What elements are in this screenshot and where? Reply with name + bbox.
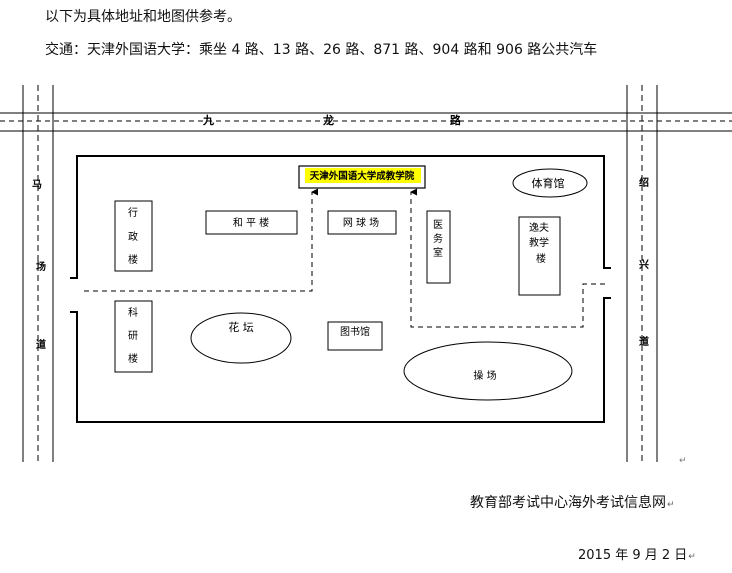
clinic-building: 医 务 室 xyxy=(426,210,451,284)
highlight-fill xyxy=(305,168,421,183)
sports-hall-label: 体育馆 xyxy=(532,176,565,190)
footer-date-text: 2015 年 9 月 2 日 xyxy=(578,548,688,563)
footer-org-text: 教育部考试中心海外考试信息网 xyxy=(470,495,666,511)
tennis-label: 网 球 场 xyxy=(343,216,379,229)
road-label-left-2: 场 xyxy=(36,260,46,273)
footer-date: 2015 年 9 月 2 日↵ xyxy=(578,544,696,563)
clinic-label-1: 医 xyxy=(433,219,443,231)
clinic-label-3: 室 xyxy=(433,246,443,259)
yifu-label-3: 楼 xyxy=(536,252,546,265)
playground: 操 场 xyxy=(403,341,573,401)
admin-label-2: 政 xyxy=(128,230,138,243)
flower-bed: 花 坛 xyxy=(190,312,292,364)
return-mark: ↵ xyxy=(679,456,687,466)
admin-building: 行 政 楼 xyxy=(114,200,153,272)
route-from-west-gate xyxy=(84,188,318,292)
sports-hall: 体育馆 xyxy=(512,168,588,198)
admin-label-3: 楼 xyxy=(128,253,138,266)
yifu-label-1: 逸夫 xyxy=(529,222,549,234)
road-label-left-3: 道 xyxy=(36,338,46,351)
science-label-3: 楼 xyxy=(128,352,138,365)
road-label-top-3: 路 xyxy=(450,113,462,127)
road-label-right-3: 道 xyxy=(639,335,649,348)
road-label-right-1: 绍 xyxy=(639,176,649,189)
library-label: 图书馆 xyxy=(340,325,370,338)
intro-text: 以下为具体地址和地图供参考。 xyxy=(45,9,241,25)
library-building: 图书馆 xyxy=(327,321,383,351)
route-dashed xyxy=(84,188,605,328)
science-label-2: 研 xyxy=(128,330,138,342)
heping-building: 和 平 楼 xyxy=(205,210,298,235)
road-shaoxing: 绍 兴 道 xyxy=(626,85,658,462)
heping-label: 和 平 楼 xyxy=(233,216,269,229)
campus-boundary xyxy=(70,155,611,423)
route-from-east-gate xyxy=(410,188,605,328)
flower-label: 花 坛 xyxy=(228,321,254,334)
science-building: 科 研 楼 xyxy=(114,300,153,373)
return-mark: ↵ xyxy=(667,500,675,510)
transport-info: 交通：天津外国语大学：乘坐 4 路、13 路、26 路、871 路、904 路和… xyxy=(45,42,598,58)
road-label-right-2: 兴 xyxy=(639,258,649,271)
playground-label: 操 场 xyxy=(473,369,496,382)
tennis-court: 网 球 场 xyxy=(327,210,397,235)
destination-label: 天津外国语大学成教学院 xyxy=(310,170,415,182)
road-label-left-1: 马 xyxy=(32,179,42,191)
footer-organization: 教育部考试中心海外考试信息网↵ xyxy=(470,492,675,512)
road-label-top-2: 龙 xyxy=(322,113,334,127)
yifu-label-2: 教学 xyxy=(529,236,549,249)
clinic-label-2: 务 xyxy=(433,232,443,245)
road-machang: 马 场 道 xyxy=(22,85,54,462)
road-label-top-1: 九 xyxy=(202,113,214,127)
road-jiulong: 九 龙 路 xyxy=(0,112,732,132)
yifu-building: 逸夫 教学 楼 xyxy=(518,216,561,296)
science-label-1: 科 xyxy=(128,306,138,319)
destination-building: 天津外国语大学成教学院 xyxy=(298,165,426,189)
return-mark: ↵ xyxy=(688,552,696,562)
admin-label-1: 行 xyxy=(128,206,138,219)
